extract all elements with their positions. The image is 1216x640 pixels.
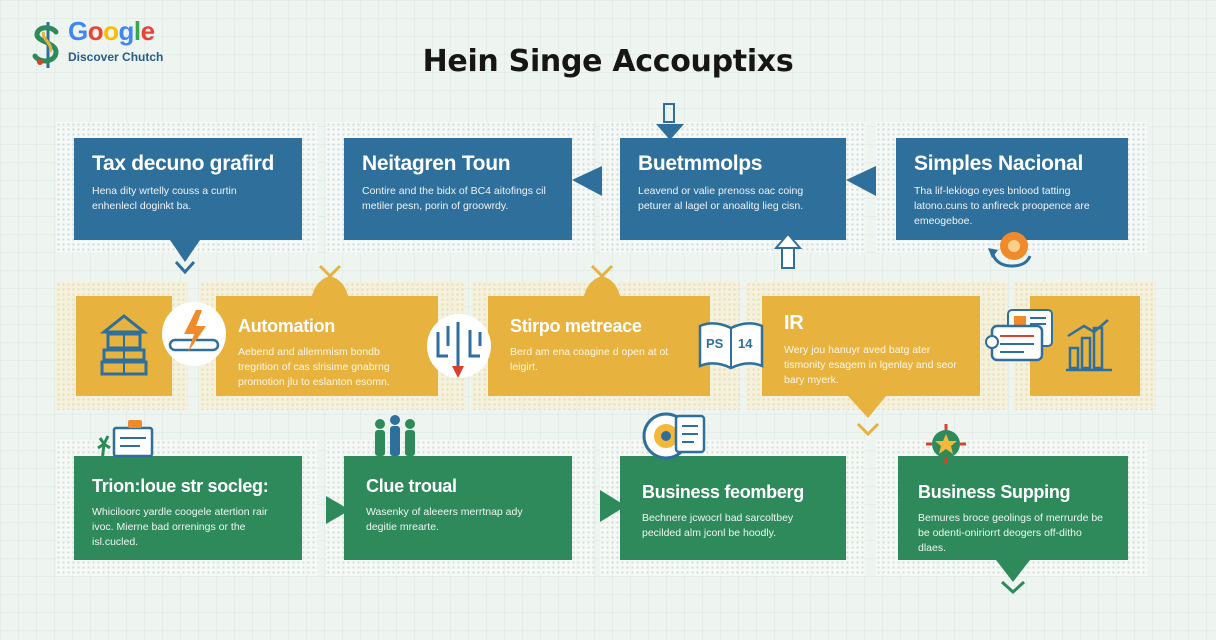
book-icon: PS 14 [698, 322, 764, 370]
badge-left-text: PS [706, 336, 724, 351]
chevron-icon [856, 422, 880, 437]
logo-subtitle: Discover Chutch [68, 50, 164, 64]
step-description: Aebend and allemmism bondb tregrition of… [238, 346, 390, 388]
bubble-tail [848, 396, 886, 418]
step-description: Bechnere jcwocrl bad sarcoltbey pecilded… [642, 512, 794, 539]
chevron-icon [590, 264, 614, 279]
step-card-mid-1: Automation Aebend and allemmism bondb tr… [216, 296, 438, 396]
step-description: Wasenky of aleeers merrtnap ady degitie … [366, 506, 523, 533]
step-description: Whiciloorc yardle coogele atertion rair … [92, 506, 268, 548]
badge-right-text: 14 [738, 336, 753, 351]
step-description: Hena dity wrtelly couss a curtin enhenle… [92, 185, 237, 212]
bubble-tail [170, 240, 200, 262]
arrow-right-icon [326, 496, 350, 524]
step-card-bottom-3: Business feomberg Bechnere jcwocrl bad s… [620, 456, 846, 560]
step-description: Wery jou hanuyr aved batg ater tismonity… [784, 344, 957, 386]
logo-wordmark: Google [68, 16, 155, 46]
lightning-icon [162, 302, 226, 366]
step-title: Business feomberg [642, 482, 804, 502]
bubble-tail [584, 276, 620, 296]
bar-chart-icon [1066, 319, 1112, 372]
step-card-bottom-1: Trion:loue str socleg: Whiciloorc yardle… [74, 456, 302, 560]
step-title: Neitagren Toun [362, 152, 511, 175]
arrow-right-icon [600, 490, 626, 522]
chevron-icon [318, 264, 342, 279]
computer-plant-icon [97, 420, 154, 463]
step-card-top-3: Buetmmolps Leavend or valie prenoss oac … [620, 138, 846, 240]
circuit-icon [427, 314, 491, 378]
arrow-left-icon [572, 166, 602, 196]
step-description: Leavend or valie prenoss oac coing petur… [638, 185, 804, 212]
logo[interactable]: Google Discover Chutch [26, 16, 226, 76]
bubble-tail [996, 560, 1030, 582]
step-title: Buetmmolps [638, 152, 763, 175]
step-card-bottom-4: Business Supping Bemures broce geolings … [898, 456, 1128, 560]
arrow-left-icon [846, 166, 876, 196]
arrow-down-icon [656, 103, 684, 140]
step-description: Berd am ena coagine d open at ot leigirt… [510, 346, 669, 373]
page-title: Hein Singe Accouptixs [422, 44, 794, 79]
cycle-icon [988, 232, 1032, 268]
star-gear-icon [926, 424, 966, 464]
people-icon [375, 415, 415, 456]
bubble-tail [312, 276, 348, 296]
arrow-up-icon [773, 232, 803, 269]
step-card-mid-3: IR Wery jou hanuyr aved batg ater tismon… [762, 296, 980, 396]
step-description: Tha lif-lekiogo eyes bnlood tatting lato… [914, 185, 1090, 227]
step-card-top-2: Neitagren Toun Contire and the bidx of B… [344, 138, 572, 240]
step-title: IR [784, 312, 804, 334]
step-title: Business Supping [918, 482, 1071, 502]
step-title: Stirpo metreace [510, 316, 642, 336]
step-title: Automation [238, 316, 335, 336]
step-description: Bemures broce geolings of merrurde be be… [918, 512, 1104, 554]
step-card-bottom-2: Clue troual Wasenky of aleeers merrtnap … [344, 456, 572, 560]
step-card-top-4: Simples Nacional Tha lif-lekiogo eyes bn… [896, 138, 1128, 240]
step-title: Simples Nacional [914, 152, 1084, 175]
dollar-sign-icon [32, 22, 59, 68]
target-document-icon [642, 412, 706, 460]
documents-icon [985, 309, 1053, 362]
step-title: Trion:loue str socleg: [92, 476, 269, 496]
building-icon [99, 314, 149, 376]
step-description: Contire and the bidx of BC4 aitofings ci… [362, 185, 546, 212]
chevron-icon [174, 260, 196, 275]
step-card-top-1: Tax decuno grafird Hena dity wrtelly cou… [74, 138, 302, 240]
chevron-icon [1000, 580, 1026, 595]
step-card-mid-2: Stirpo metreace Berd am ena coagine d op… [488, 296, 710, 396]
step-title: Clue troual [366, 476, 457, 496]
step-title: Tax decuno grafird [92, 152, 275, 175]
